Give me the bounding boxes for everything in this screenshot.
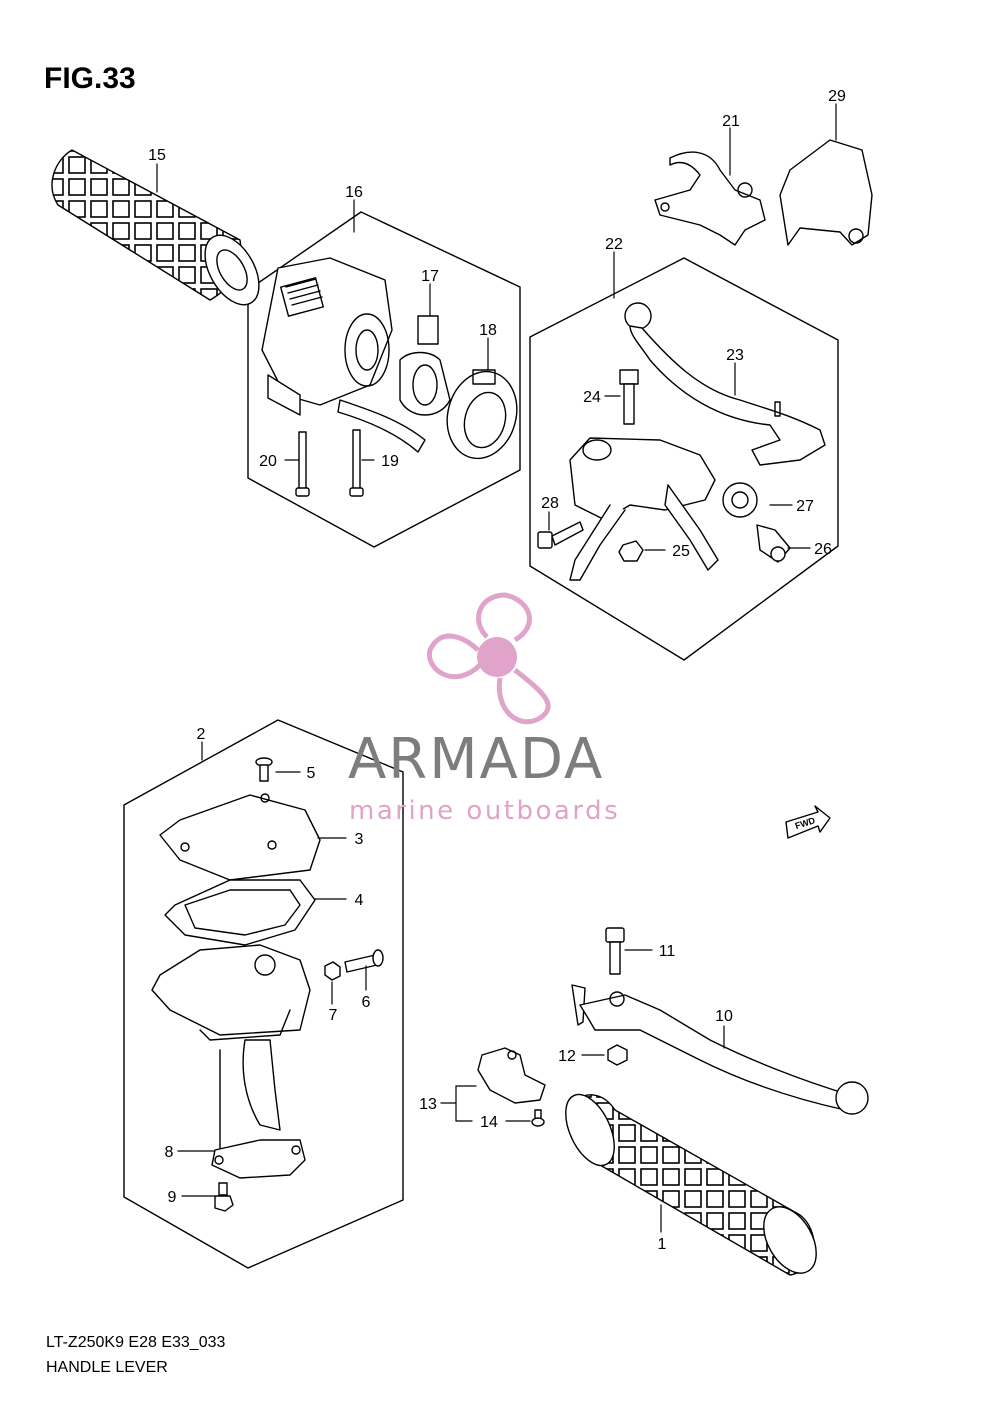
assembly-box-22 <box>529 257 839 661</box>
switch-part-13 <box>477 1047 546 1104</box>
grip-left-part-15 <box>51 149 260 306</box>
dust-boot-part-27 <box>722 482 758 518</box>
figure-title: FIG.33 <box>44 62 136 95</box>
clamp-part-18 <box>446 369 518 460</box>
figure-name: HANDLE LEVER <box>46 1359 168 1376</box>
lever-bracket-part-21 <box>654 151 766 246</box>
part-label-19: 19 <box>381 453 399 470</box>
throttle-part-17 <box>399 315 451 416</box>
brake-lever-part-23 <box>624 302 826 466</box>
screw-part-19 <box>349 429 364 497</box>
bolt-part-28 <box>537 521 584 549</box>
model-code: LT-Z250K9 E28 E33_033 <box>46 1334 226 1351</box>
part-label-1: 1 <box>658 1236 667 1253</box>
screw-part-14 <box>531 1109 545 1127</box>
part-label-13: 13 <box>419 1096 437 1113</box>
part-label-20: 20 <box>259 453 277 470</box>
pivot-bolt-part-11 <box>605 927 625 975</box>
master-cylinder-part-2 <box>151 944 311 1161</box>
switch-housing-part-16 <box>261 257 426 453</box>
gasket-part-4 <box>164 879 316 946</box>
pivot-bolt-part-24 <box>619 369 639 425</box>
part-label-14: 14 <box>480 1114 498 1131</box>
leader-lines <box>156 103 837 1233</box>
fwd-arrow-icon <box>785 805 831 839</box>
part-label-29: 29 <box>828 88 846 105</box>
part-label-22: 22 <box>605 236 623 253</box>
switch-part-26 <box>756 524 791 563</box>
bracket-part-8 <box>211 1139 306 1179</box>
screw-part-20 <box>295 431 310 497</box>
watermark-brand: ARMADA <box>348 727 605 792</box>
part-number-labels: 1 2 3 4 5 6 7 8 9 10 11 12 13 14 15 16 1… <box>148 88 846 1253</box>
part-label-10: 10 <box>715 1008 733 1025</box>
assembly-box-2 <box>123 719 404 1269</box>
clutch-lever-part-10 <box>571 984 869 1115</box>
part-label-23: 23 <box>726 347 744 364</box>
screw-part-5 <box>255 757 273 782</box>
part-label-28: 28 <box>541 495 559 512</box>
grip-right-part-1 <box>565 1093 817 1276</box>
bolt-part-9 <box>214 1182 234 1212</box>
part-label-6: 6 <box>362 994 371 1011</box>
bolt-part-6 <box>344 949 384 973</box>
part-label-8: 8 <box>165 1144 174 1161</box>
part-label-7: 7 <box>329 1007 338 1024</box>
nut-part-7 <box>324 961 341 981</box>
part-label-4: 4 <box>355 892 364 909</box>
part-label-12: 12 <box>558 1048 576 1065</box>
part-label-17: 17 <box>421 268 439 285</box>
nut-part-25 <box>618 540 644 562</box>
lever-holder-body <box>569 437 719 581</box>
watermark-tagline: marine outboards <box>349 796 621 826</box>
part-label-25: 25 <box>672 543 690 560</box>
nut-part-12 <box>607 1044 628 1066</box>
part-label-26: 26 <box>814 541 832 558</box>
part-label-5: 5 <box>307 765 316 782</box>
part-label-3: 3 <box>355 831 364 848</box>
cover-part-3 <box>159 793 321 881</box>
part-label-21: 21 <box>722 113 740 130</box>
armada-logo-icon <box>427 592 551 725</box>
cover-part-29 <box>779 139 873 246</box>
part-label-24: 24 <box>583 389 601 406</box>
part-label-16: 16 <box>345 184 363 201</box>
part-label-18: 18 <box>479 322 497 339</box>
part-label-27: 27 <box>796 498 814 515</box>
part-label-15: 15 <box>148 147 166 164</box>
part-label-2: 2 <box>197 726 206 743</box>
part-label-9: 9 <box>168 1189 177 1206</box>
part-label-11: 11 <box>659 943 676 960</box>
